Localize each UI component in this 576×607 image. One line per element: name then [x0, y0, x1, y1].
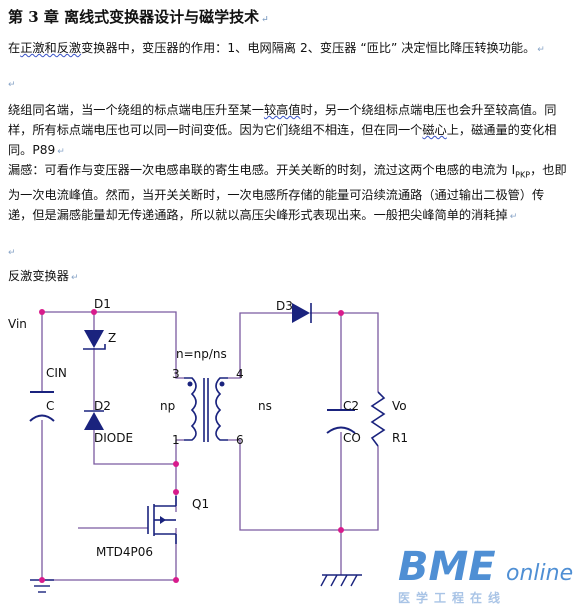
transformer — [184, 377, 228, 442]
schematic-wires — [41, 311, 379, 581]
logo-online-text: online — [506, 561, 573, 586]
label-d3: D3 — [276, 299, 293, 313]
label-d1: D1 — [94, 297, 111, 311]
label-np: np — [160, 399, 175, 413]
transformer-secondary-dot — [219, 381, 225, 387]
paragraph-dot-convention: 绕组同名端，当一个绕组的标点端电压升至某一较高值时，另一个绕组标点端电压也会升至… — [8, 100, 568, 162]
empty-line-mark: ↵ — [8, 80, 16, 90]
label-turns-ratio: n=np/ns — [176, 347, 227, 361]
label-d2: D2 — [94, 399, 111, 413]
return-mark: ↵ — [70, 273, 79, 283]
logo-bme-text: BME — [398, 544, 496, 590]
section-label: 反激变换器↵ — [8, 266, 78, 284]
label-cin: CIN — [46, 366, 67, 380]
diode-d2 — [84, 410, 104, 430]
capacitor-c2 — [326, 409, 356, 434]
paragraph-transformer-role: 在正激和反激变换器中，变压器的作用：1、电网隔离 2、变压器 “匝比” 决定恒比… — [8, 38, 568, 60]
underlined-term: 较高值 — [263, 103, 301, 117]
empty-line-mark: ↵ — [8, 248, 16, 258]
return-mark: ↵ — [509, 212, 518, 223]
label-c2: C2 — [343, 399, 359, 413]
label-vo: Vo — [392, 399, 407, 413]
label-z: Z — [108, 331, 116, 345]
junction-dots — [39, 309, 344, 583]
label-r1: R1 — [392, 431, 408, 445]
text-segment: 时，另一个绕组标点端电压也会升至较高值。同样，所有标点端电压也可以同一时间变低。… — [8, 103, 557, 137]
ipk-symbol: IPKP — [511, 163, 531, 180]
transformer-primary-dot — [187, 381, 193, 387]
chapter-title-text: 第 3 章 离线式变换器设计与磁学技术 — [8, 8, 260, 26]
section-label-text: 反激变换器 — [8, 269, 69, 283]
label-vin: Vin — [8, 317, 27, 331]
return-mark: ↵ — [261, 15, 269, 25]
paragraph-leakage-inductance: 漏感：可看作与变压器一次电感串联的寄生电感。开关关断的时刻，流过这两个电感的电流… — [8, 160, 568, 227]
logo-cn-text: 医学工程在线 — [398, 590, 506, 605]
label-ns: ns — [258, 399, 272, 413]
text-segment: ，也即为一次电流峰值。然而，当开关关断时，一次电感所存储的能量可沿续流通路（通过… — [8, 163, 567, 223]
label-pin-3: 3 — [172, 367, 180, 381]
underlined-term: 磁心 — [422, 123, 447, 137]
mosfet-arrow — [160, 516, 166, 524]
text-segment: 漏感：可看作与变压器一次电感串联的寄生电感。开关关断的时刻，流过这两个电感的电流… — [8, 163, 512, 177]
resistor-r1 — [370, 391, 386, 447]
text-segment: 在 — [8, 41, 21, 55]
label-mtd4p06: MTD4P06 — [96, 545, 153, 559]
ground-symbol-output — [320, 574, 362, 587]
diode-d3 — [292, 303, 312, 323]
ipk-main: I — [511, 163, 516, 177]
label-co: CO — [343, 431, 361, 445]
label-pin-4: 4 — [236, 367, 244, 381]
label-q1: Q1 — [192, 497, 209, 511]
ipk-subscript: PKP — [515, 170, 531, 180]
label-pin-1: 1 — [172, 433, 180, 447]
label-c: C — [46, 399, 54, 413]
label-diode: DIODE — [94, 431, 133, 445]
zener-diode-d1 — [83, 330, 106, 350]
return-mark: ↵ — [57, 147, 65, 157]
return-mark: ↵ — [537, 45, 545, 55]
chapter-title: 第 3 章 离线式变换器设计与磁学技术↵ — [8, 6, 269, 27]
text-segment: 绕组同名端，当一个绕组的标点端电压升至某一 — [8, 103, 264, 117]
text-segment: 上，磁通量的变化相同。P89 — [8, 123, 557, 157]
bme-online-logo: BME online 医学工程在线 — [398, 544, 573, 605]
underlined-term: 正激和反激 — [20, 41, 82, 55]
text-segment: 变换器中，变压器的作用：1、电网隔离 2、变压器 “匝比” 决定恒比降压转换功能… — [81, 41, 536, 55]
label-pin-6: 6 — [236, 433, 244, 447]
capacitor-cin — [29, 391, 55, 422]
